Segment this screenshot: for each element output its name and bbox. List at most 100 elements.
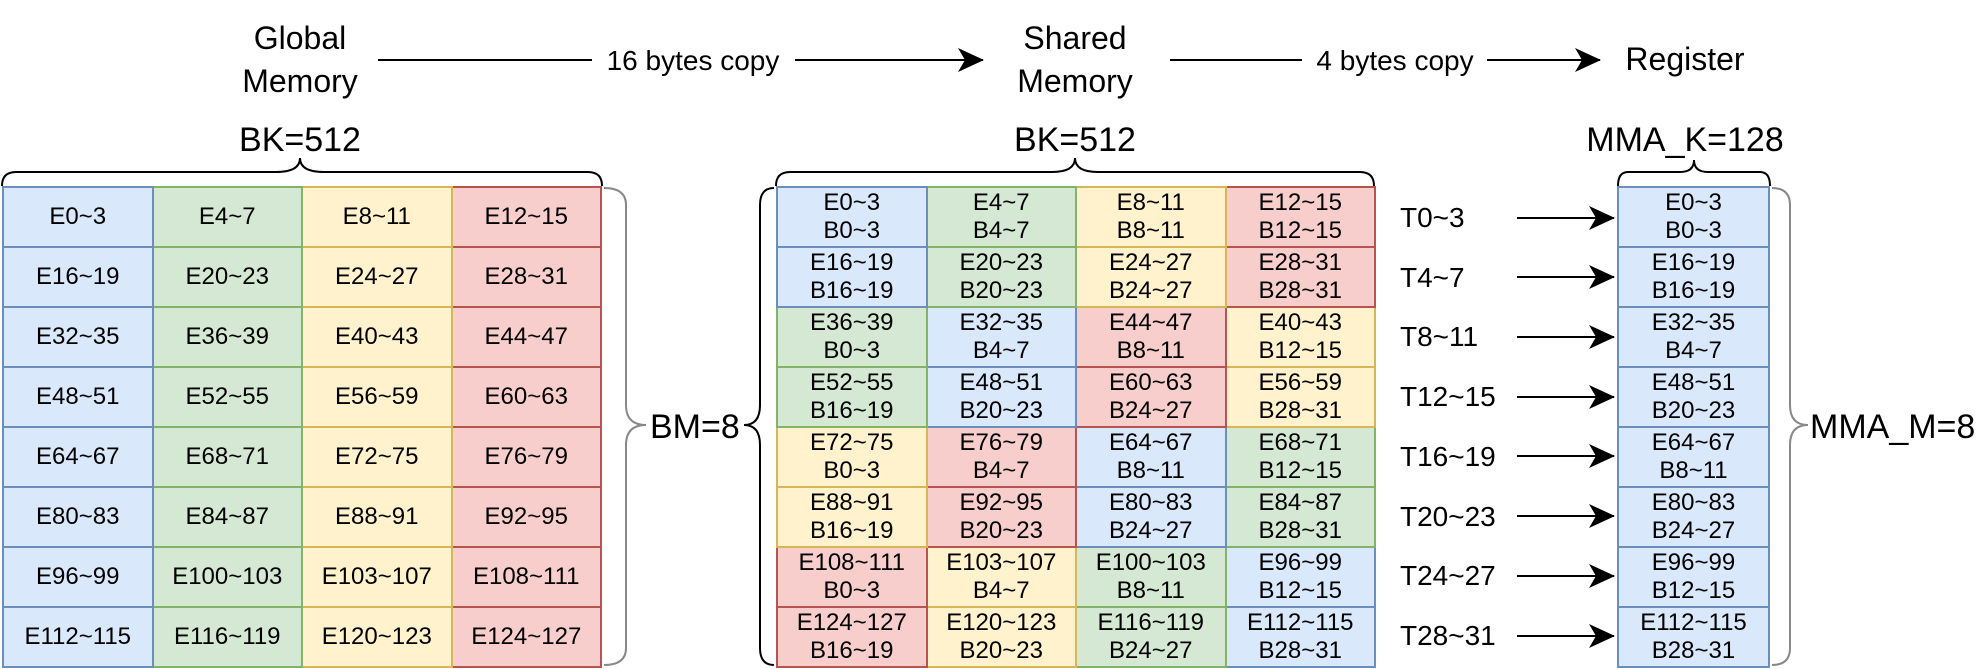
global-cell-label: E96~99 bbox=[36, 563, 120, 590]
global-cell-label: E108~111 bbox=[472, 563, 580, 590]
shared-cell-bank-range: B4~7 bbox=[972, 457, 1030, 484]
global-cell-label: E4~7 bbox=[198, 203, 256, 230]
thread-label: T20~23 bbox=[1400, 500, 1496, 532]
shared-cell-bank-range: B4~7 bbox=[972, 337, 1030, 364]
register-cell-element-range: E112~115 bbox=[1640, 609, 1747, 636]
global-cell-label: E103~107 bbox=[321, 563, 432, 590]
shared-cell-element-range: E52~55 bbox=[810, 369, 894, 396]
global-grid-cell: E8~11 bbox=[301, 186, 453, 248]
shared-cell-bank-range: B8~11 bbox=[1116, 457, 1185, 484]
global-grid-cell: E124~127 bbox=[450, 606, 602, 668]
global-grid-cell: E68~71 bbox=[151, 426, 303, 488]
shared-memory-title: Shared Memory bbox=[985, 17, 1165, 103]
global-cell-label: E80~83 bbox=[36, 503, 120, 530]
global-cell-label: E68~71 bbox=[185, 443, 269, 470]
register-cell-bank-range: B8~11 bbox=[1659, 457, 1728, 484]
shared-cell-element-range: E103~107 bbox=[946, 549, 1057, 576]
thread-label: T16~19 bbox=[1400, 440, 1496, 472]
global-cell-label: E52~55 bbox=[185, 383, 269, 410]
register-cell-bank-range: B12~15 bbox=[1651, 577, 1736, 604]
global-cell-label: E64~67 bbox=[36, 443, 120, 470]
global-cell-label: E16~19 bbox=[36, 263, 120, 290]
shared-cell-bank-range: B28~31 bbox=[1258, 277, 1342, 304]
shared-cell-element-range: E36~39 bbox=[810, 309, 894, 336]
shared-cell-element-range: E56~59 bbox=[1258, 369, 1342, 396]
global-cell-label: E116~119 bbox=[173, 623, 281, 650]
global-cell-label: E84~87 bbox=[185, 503, 269, 530]
shared-cell-bank-range: B12~15 bbox=[1258, 337, 1342, 364]
shared-cell-bank-range: B8~11 bbox=[1116, 337, 1185, 364]
thread-label: T4~7 bbox=[1400, 261, 1465, 293]
global-grid-cell: E120~123 bbox=[301, 606, 453, 668]
global-grid-cell: E0~3 bbox=[2, 186, 154, 248]
global-cell-label: E56~59 bbox=[335, 383, 419, 410]
global-bk-brace bbox=[1, 157, 603, 187]
global-grid-cell: E60~63 bbox=[450, 366, 602, 428]
shared-cell-bank-range: B20~23 bbox=[959, 277, 1043, 304]
register-cell-element-range: E80~83 bbox=[1651, 489, 1736, 516]
copy-label-16-bytes: 16 bytes copy bbox=[607, 45, 780, 76]
shared-cell-element-range: E8~11 bbox=[1116, 189, 1185, 216]
global-grid-cell: E80~83 bbox=[2, 486, 154, 548]
shared-cell-element-range: E32~35 bbox=[959, 309, 1043, 336]
global-grid-cell: E44~47 bbox=[450, 306, 602, 368]
shared-cell-bank-range: B20~23 bbox=[959, 637, 1043, 664]
shared-bk-brace bbox=[775, 157, 1375, 187]
global-cell-label: E60~63 bbox=[484, 383, 568, 410]
shared-cell-bank-range: B12~15 bbox=[1258, 457, 1342, 484]
shared-cell-element-range: E88~91 bbox=[810, 489, 894, 516]
register-title: Register bbox=[1625, 41, 1745, 77]
shared-cell-bank-range: B8~11 bbox=[1116, 577, 1185, 604]
shared-cell-element-range: E80~83 bbox=[1109, 489, 1193, 516]
shared-cell-element-range: E4~7 bbox=[972, 189, 1030, 216]
global-grid-cell: E52~55 bbox=[151, 366, 303, 428]
shared-cell-bank-range: B12~15 bbox=[1258, 217, 1342, 244]
global-bm-right-brace bbox=[603, 187, 647, 666]
shared-cell-element-range: E64~67 bbox=[1109, 429, 1193, 456]
global-grid-cell: E72~75 bbox=[301, 426, 453, 488]
global-cell-label: E8~11 bbox=[342, 203, 411, 230]
shared-cell-element-range: E112~115 bbox=[1246, 609, 1354, 636]
register-cell-bank-range: B0~3 bbox=[1665, 217, 1722, 244]
shared-bm-left-brace bbox=[743, 187, 775, 666]
shared-cell-element-range: E92~95 bbox=[959, 489, 1043, 516]
shared-memory-title-line1: Shared bbox=[1023, 20, 1127, 56]
global-cell-label: E112~115 bbox=[24, 623, 132, 650]
shared-cell-bank-range: B28~31 bbox=[1258, 637, 1342, 664]
shared-cell-element-range: E28~31 bbox=[1258, 249, 1342, 276]
copy-label-4-bytes: 4 bytes copy bbox=[1316, 45, 1473, 76]
shared-cell-element-range: E48~51 bbox=[959, 369, 1043, 396]
global-cell-label: E28~31 bbox=[484, 263, 568, 290]
global-grid-cell: E88~91 bbox=[301, 486, 453, 548]
shared-cell-element-range: E96~99 bbox=[1258, 549, 1342, 576]
global-grid-cell: E103~107 bbox=[301, 546, 453, 608]
